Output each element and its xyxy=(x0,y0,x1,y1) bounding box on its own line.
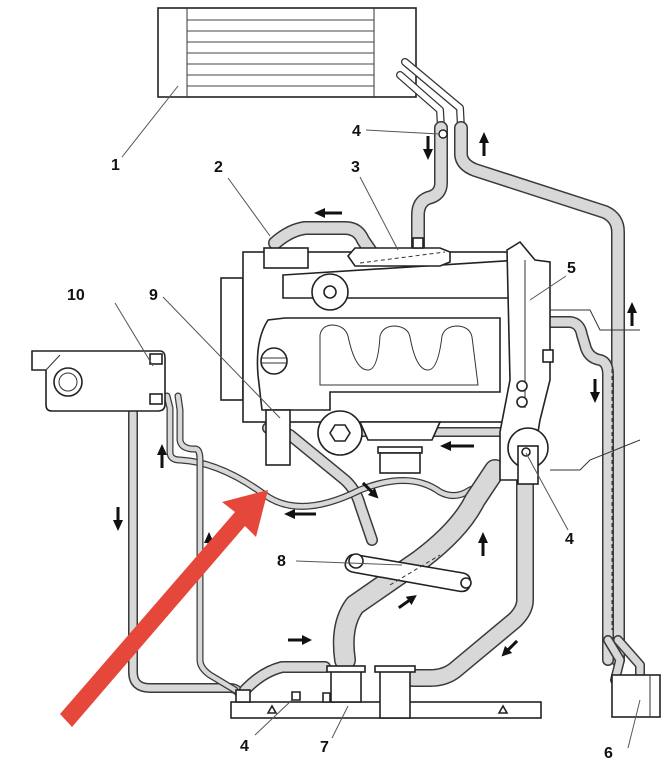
tank-outlet-hose xyxy=(128,408,247,705)
expansion-tank xyxy=(31,350,166,412)
flow-arrow-left-icon xyxy=(314,208,342,218)
highlight-arrow xyxy=(60,490,268,727)
callout-8: 8 xyxy=(277,553,286,570)
callout-10: 10 xyxy=(67,287,85,304)
flow-arrow-down-left-icon xyxy=(501,639,519,657)
flow-arrow-right-icon xyxy=(288,635,312,645)
flow-arrow-up-icon xyxy=(627,302,637,326)
engine-block xyxy=(220,247,524,474)
leader-lines xyxy=(114,85,641,749)
callout-7: 7 xyxy=(320,739,329,756)
callout-1: 1 xyxy=(111,157,120,174)
heater-matrix xyxy=(611,674,661,718)
coolant-rail xyxy=(346,237,451,267)
flow-arrow-left-icon xyxy=(440,441,474,451)
radiator xyxy=(157,7,417,98)
flow-arrow-up-icon xyxy=(478,532,488,556)
callout-4-manifold: 4 xyxy=(240,738,249,755)
flow-arrow-down-icon xyxy=(590,379,600,403)
flow-arrow-up-right-icon xyxy=(397,595,417,609)
coolant-manifold xyxy=(230,665,542,719)
callout-labels: 1 2 3 4 4 4 5 6 7 8 9 10 xyxy=(67,123,613,762)
flow-arrow-up-icon xyxy=(479,132,489,156)
callout-9: 9 xyxy=(149,287,158,304)
callout-4-pump: 4 xyxy=(565,531,574,548)
flow-arrow-left-icon xyxy=(284,509,316,519)
flow-arrow-down-icon xyxy=(423,136,433,160)
callout-4-radiator-hose: 4 xyxy=(352,123,361,140)
callout-5: 5 xyxy=(567,260,576,277)
pump-housing xyxy=(499,240,641,485)
highlight-arrow-shape xyxy=(60,490,268,727)
heater-feed-hose xyxy=(544,316,614,666)
flow-arrow-down-right-icon xyxy=(361,481,379,499)
flow-arrow-down-icon xyxy=(113,507,123,531)
callout-3: 3 xyxy=(351,159,360,176)
bleed-screw-icon xyxy=(438,129,448,139)
callout-6: 6 xyxy=(604,745,613,762)
flow-arrow-up-icon xyxy=(157,444,167,468)
callout-2: 2 xyxy=(214,159,223,176)
